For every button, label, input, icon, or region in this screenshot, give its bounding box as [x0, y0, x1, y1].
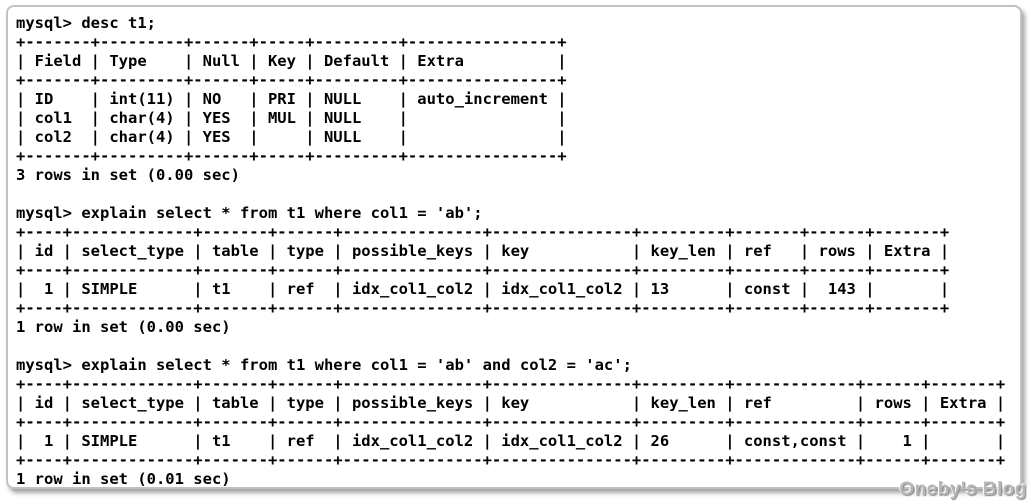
terminal-window: mysql> desc t1; +-------+---------+-----…	[6, 5, 1022, 489]
terminal-output: mysql> desc t1; +-------+---------+-----…	[16, 14, 1006, 488]
watermark: Oneby's Blog	[899, 479, 1027, 500]
